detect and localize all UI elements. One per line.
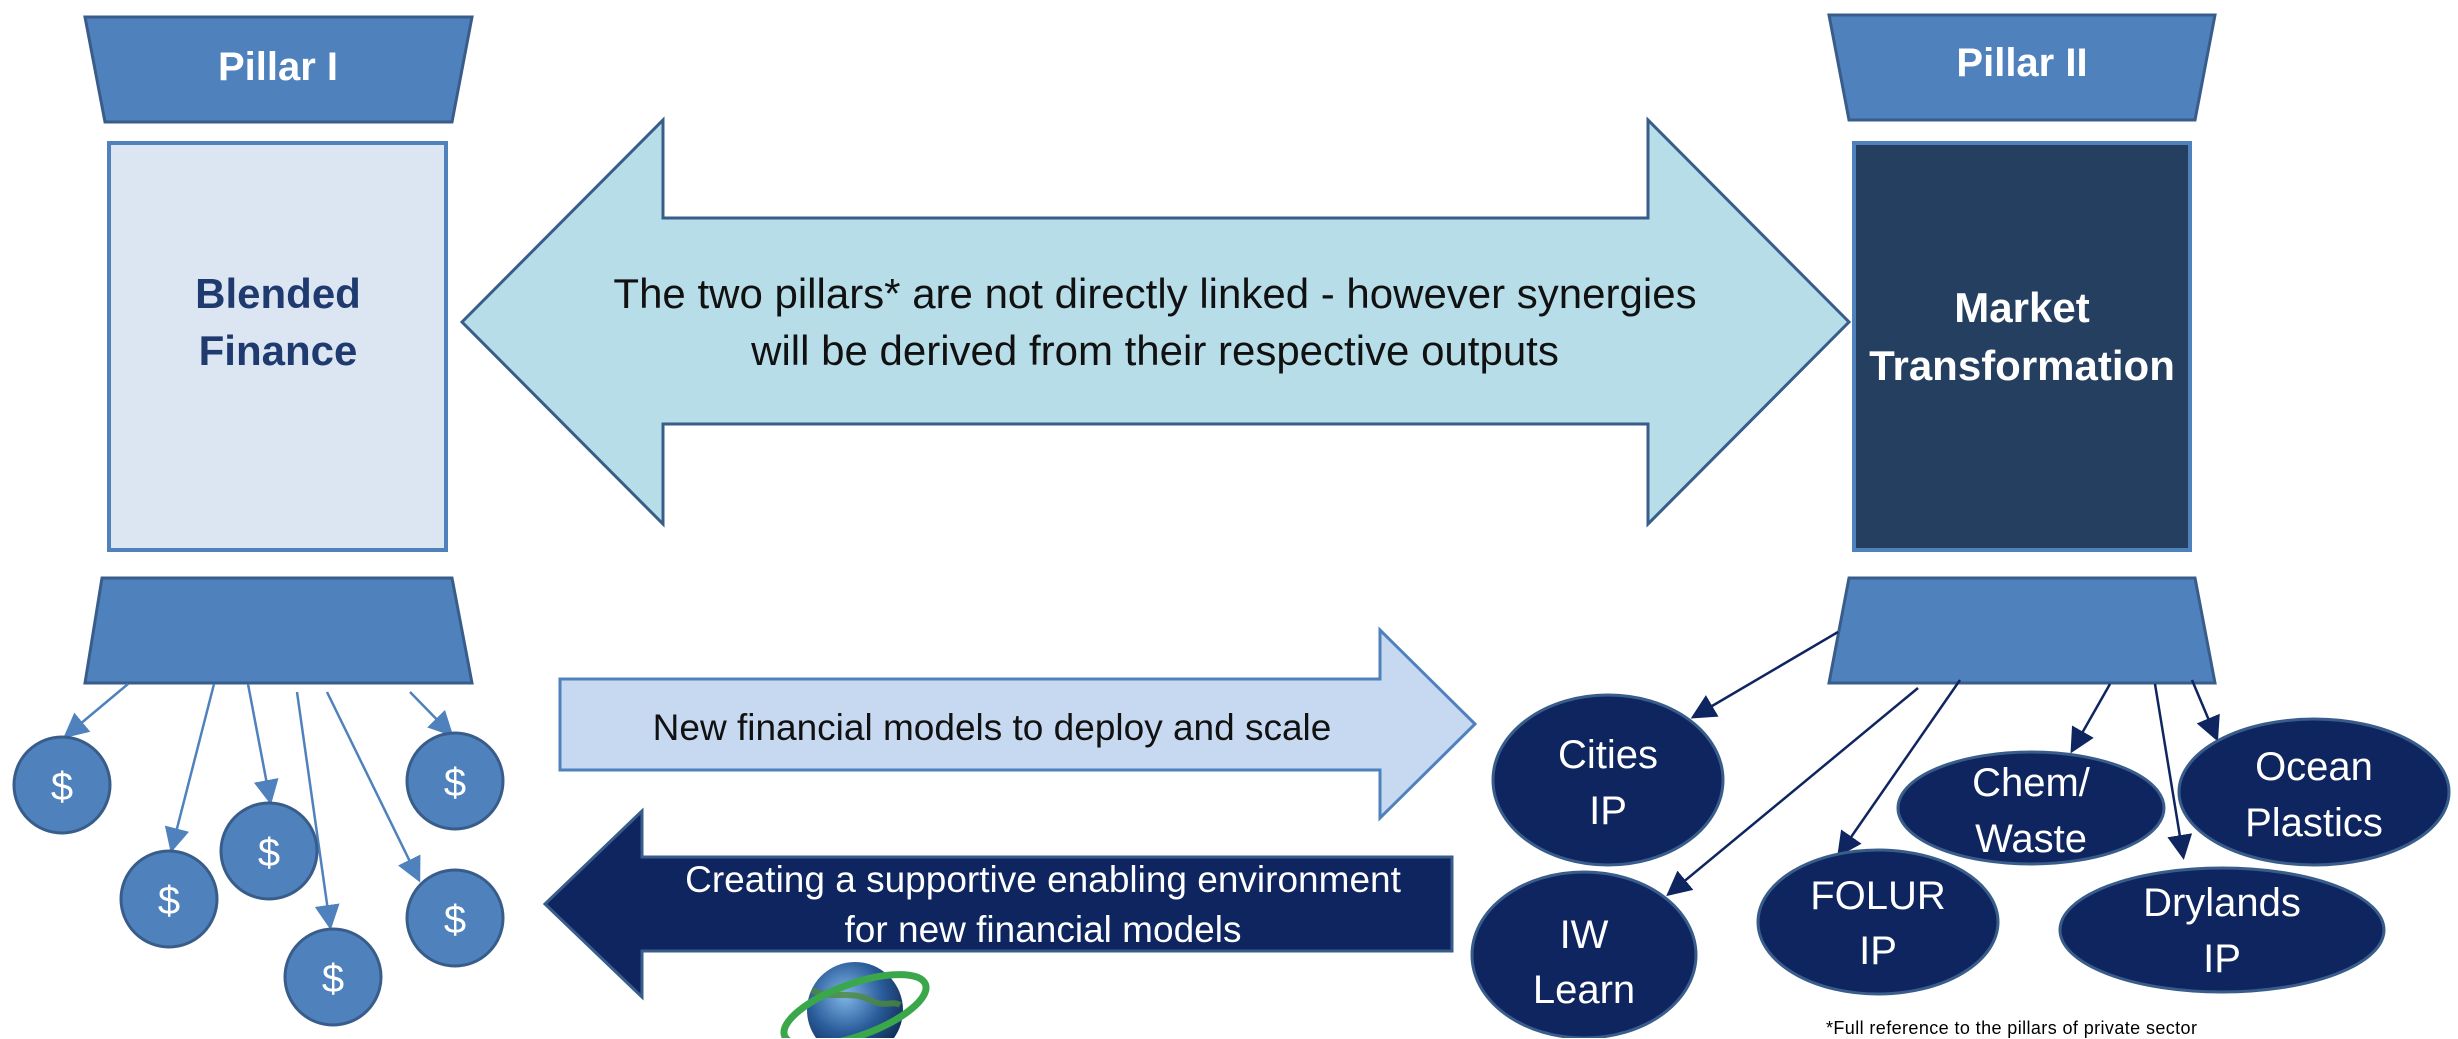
coin-symbol: $ (258, 831, 280, 875)
program-label-line2: Learn (1533, 968, 1635, 1012)
enabling-text-line2: for new financial models (845, 909, 1242, 950)
pillar2-box (1852, 141, 2192, 552)
footnote: *Full reference to the pillars of privat… (1826, 1018, 2198, 1038)
program-label-line1: Cities (1558, 733, 1658, 777)
globe-logo-icon (780, 962, 930, 1038)
pillar1-box (107, 141, 448, 552)
coin-symbol: $ (444, 898, 466, 942)
program-label-line1: FOLUR (1810, 874, 1946, 918)
coin: $ (405, 731, 505, 831)
program-chem-waste: Chem/ Waste (1896, 750, 2166, 866)
program-connectors (1666, 630, 2220, 897)
program-label-line2: IP (1589, 789, 1627, 833)
program-label-line2: IP (1859, 929, 1897, 973)
program-label-line1: Drylands (2143, 881, 2301, 925)
program-label-line1: Ocean (2255, 745, 2373, 789)
coin-connectors (63, 683, 454, 930)
coin: $ (283, 927, 383, 1027)
program-iw-learn: IW Learn (1470, 870, 1698, 1038)
pillar2-title-line2: Transformation (1869, 342, 2175, 389)
program-drylands-ip: Drylands IP (2058, 866, 2386, 994)
coin: $ (405, 868, 505, 968)
coin-symbol: $ (158, 879, 180, 923)
enabling-environment-arrow (542, 807, 1454, 1001)
program-folur-ip: FOLUR IP (1756, 848, 2000, 996)
pillar1-header: Pillar I (218, 45, 338, 89)
coin: $ (12, 735, 112, 835)
program-label-line1: IW (1560, 913, 1609, 957)
synergy-text-line2: will be derived from their respective ou… (750, 327, 1559, 374)
program-label-line1: Chem/ (1972, 761, 2091, 805)
new-models-arrow (558, 626, 1478, 822)
pillar2-header-shape (1827, 13, 2217, 122)
enabling-text-line1: Creating a supportive enabling environme… (685, 859, 1401, 900)
coin: $ (219, 801, 319, 901)
pillar2-title-line1: Market (1954, 284, 2089, 331)
coin-symbol: $ (322, 957, 344, 1001)
new-models-label: New financial models to deploy and scale (653, 707, 1332, 748)
synergy-double-arrow (459, 116, 1852, 528)
program-label-line2: Plastics (2245, 801, 2383, 845)
pillar1-header-shape (83, 15, 474, 124)
coin-symbol: $ (444, 761, 466, 805)
coin: $ (119, 849, 219, 949)
pillar2-header: Pillar II (1956, 41, 2087, 85)
pillar2-base-shape (1827, 576, 2217, 685)
pillar1-base-shape (83, 576, 474, 685)
pillar1-title-line2: Finance (199, 327, 358, 374)
pillar1-title-line1: Blended (195, 270, 361, 317)
program-label-line2: Waste (1975, 817, 2087, 861)
program-label-line2: IP (2203, 937, 2241, 981)
program-ocean-plastics: Ocean Plastics (2177, 717, 2451, 867)
program-cities-ip: Cities IP (1491, 693, 1725, 867)
synergy-text-line1: The two pillars* are not directly linked… (613, 270, 1696, 317)
coin-symbol: $ (51, 765, 73, 809)
